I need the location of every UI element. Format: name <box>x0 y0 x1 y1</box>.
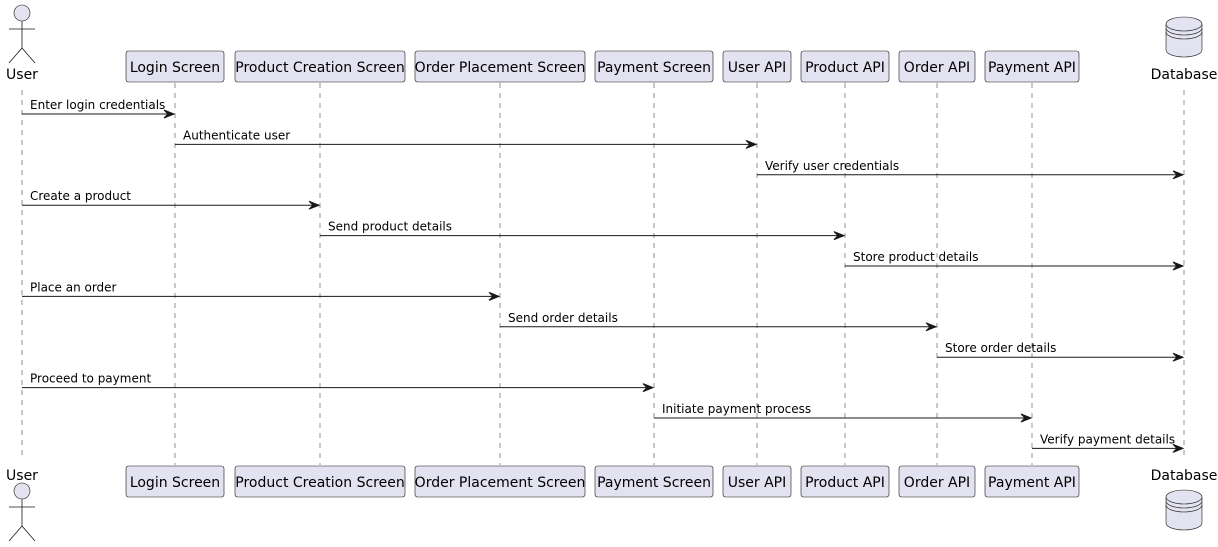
participant-box-top-order-api: Order API <box>898 50 976 83</box>
participant-label-top-product-creation-screen: Product Creation Screen <box>235 60 404 76</box>
arrowhead-icon <box>1172 352 1185 362</box>
participant-label-bottom-order-placement-screen: Order Placement Screen <box>415 475 586 491</box>
participant-box-top-product-api: Product API <box>800 50 890 83</box>
participant-label-top-payment-api: Payment API <box>988 60 1076 76</box>
message-2: Authenticate user <box>175 128 758 149</box>
message-3: Verify user credentials <box>757 159 1185 180</box>
participant-box-top-payment-api: Payment API <box>984 50 1080 83</box>
message-8: Send order details <box>500 311 938 332</box>
message-label: Authenticate user <box>183 128 290 142</box>
message-label: Proceed to payment <box>30 372 151 386</box>
message-7: Place an order <box>22 280 501 301</box>
message-11: Initiate payment process <box>654 402 1033 423</box>
participant-label-top-order-placement-screen: Order Placement Screen <box>415 60 586 76</box>
participant-label-bottom-user-api: User API <box>728 475 787 491</box>
participant-box-bottom-order-placement-screen: Order Placement Screen <box>415 465 586 498</box>
message-label: Send order details <box>508 311 618 325</box>
participant-box-bottom-product-api: Product API <box>800 465 890 498</box>
participant-label-bottom-payment-api: Payment API <box>988 475 1076 491</box>
participant-box-bottom-payment-screen: Payment Screen <box>594 465 714 498</box>
participant-label-top-order-api: Order API <box>904 60 970 76</box>
arrowhead-icon <box>833 231 846 241</box>
message-label: Verify payment details <box>1040 432 1175 446</box>
arrowhead-icon <box>488 291 501 301</box>
database-icon-top-database <box>1165 16 1203 58</box>
participant-label-top-product-api: Product API <box>805 60 885 76</box>
actor-icon-top-user <box>8 4 36 64</box>
participant-label-bottom-login-screen: Login Screen <box>130 475 220 491</box>
participant-box-bottom-login-screen: Login Screen <box>125 465 225 498</box>
participant-label-bottom-payment-screen: Payment Screen <box>597 475 711 491</box>
arrowhead-icon <box>1172 443 1185 453</box>
participant-label-bottom-product-api: Product API <box>805 475 885 491</box>
arrowhead-icon <box>308 200 321 210</box>
message-label: Store product details <box>853 250 978 264</box>
participant-label-top-user: User <box>6 67 38 83</box>
arrowhead-icon <box>1020 413 1033 423</box>
participant-label-top-user-api: User API <box>728 60 787 76</box>
participant-box-bottom-product-creation-screen: Product Creation Screen <box>234 465 406 498</box>
participant-box-top-order-placement-screen: Order Placement Screen <box>415 50 586 83</box>
participant-box-bottom-order-api: Order API <box>898 465 976 498</box>
participant-box-bottom-payment-api: Payment API <box>984 465 1080 498</box>
participant-label-top-payment-screen: Payment Screen <box>597 60 711 76</box>
message-label: Verify user credentials <box>765 159 899 173</box>
participant-box-top-product-creation-screen: Product Creation Screen <box>234 50 406 83</box>
participant-label-top-login-screen: Login Screen <box>130 60 220 76</box>
participant-label-top-database: Database <box>1151 67 1218 83</box>
participant-box-top-payment-screen: Payment Screen <box>594 50 714 83</box>
message-1: Enter login credentials <box>22 98 176 119</box>
message-label: Send product details <box>328 220 452 234</box>
message-10: Proceed to payment <box>22 372 655 393</box>
message-6: Store product details <box>845 250 1185 271</box>
message-12: Verify payment details <box>1032 432 1185 453</box>
message-label: Enter login credentials <box>30 98 165 112</box>
arrowhead-icon <box>163 109 176 119</box>
participant-box-top-login-screen: Login Screen <box>125 50 225 83</box>
arrowhead-icon <box>642 383 655 393</box>
arrowhead-icon <box>745 139 758 149</box>
message-5: Send product details <box>320 220 846 241</box>
arrowhead-icon <box>1172 261 1185 271</box>
message-label: Create a product <box>30 189 131 203</box>
participant-label-bottom-database: Database <box>1151 468 1218 484</box>
message-label: Place an order <box>30 280 117 294</box>
arrowhead-icon <box>1172 170 1185 180</box>
participant-label-bottom-product-creation-screen: Product Creation Screen <box>235 475 404 491</box>
participant-box-top-user-api: User API <box>722 50 792 83</box>
arrowhead-icon <box>925 322 938 332</box>
participant-label-bottom-user: User <box>6 468 38 484</box>
message-label: Store order details <box>945 341 1056 355</box>
database-icon-bottom-database <box>1165 489 1203 531</box>
participant-label-bottom-order-api: Order API <box>904 475 970 491</box>
message-9: Store order details <box>937 341 1185 362</box>
message-4: Create a product <box>22 189 321 210</box>
message-label: Initiate payment process <box>662 402 811 416</box>
actor-icon-bottom-user <box>8 482 36 542</box>
participant-box-bottom-user-api: User API <box>722 465 792 498</box>
